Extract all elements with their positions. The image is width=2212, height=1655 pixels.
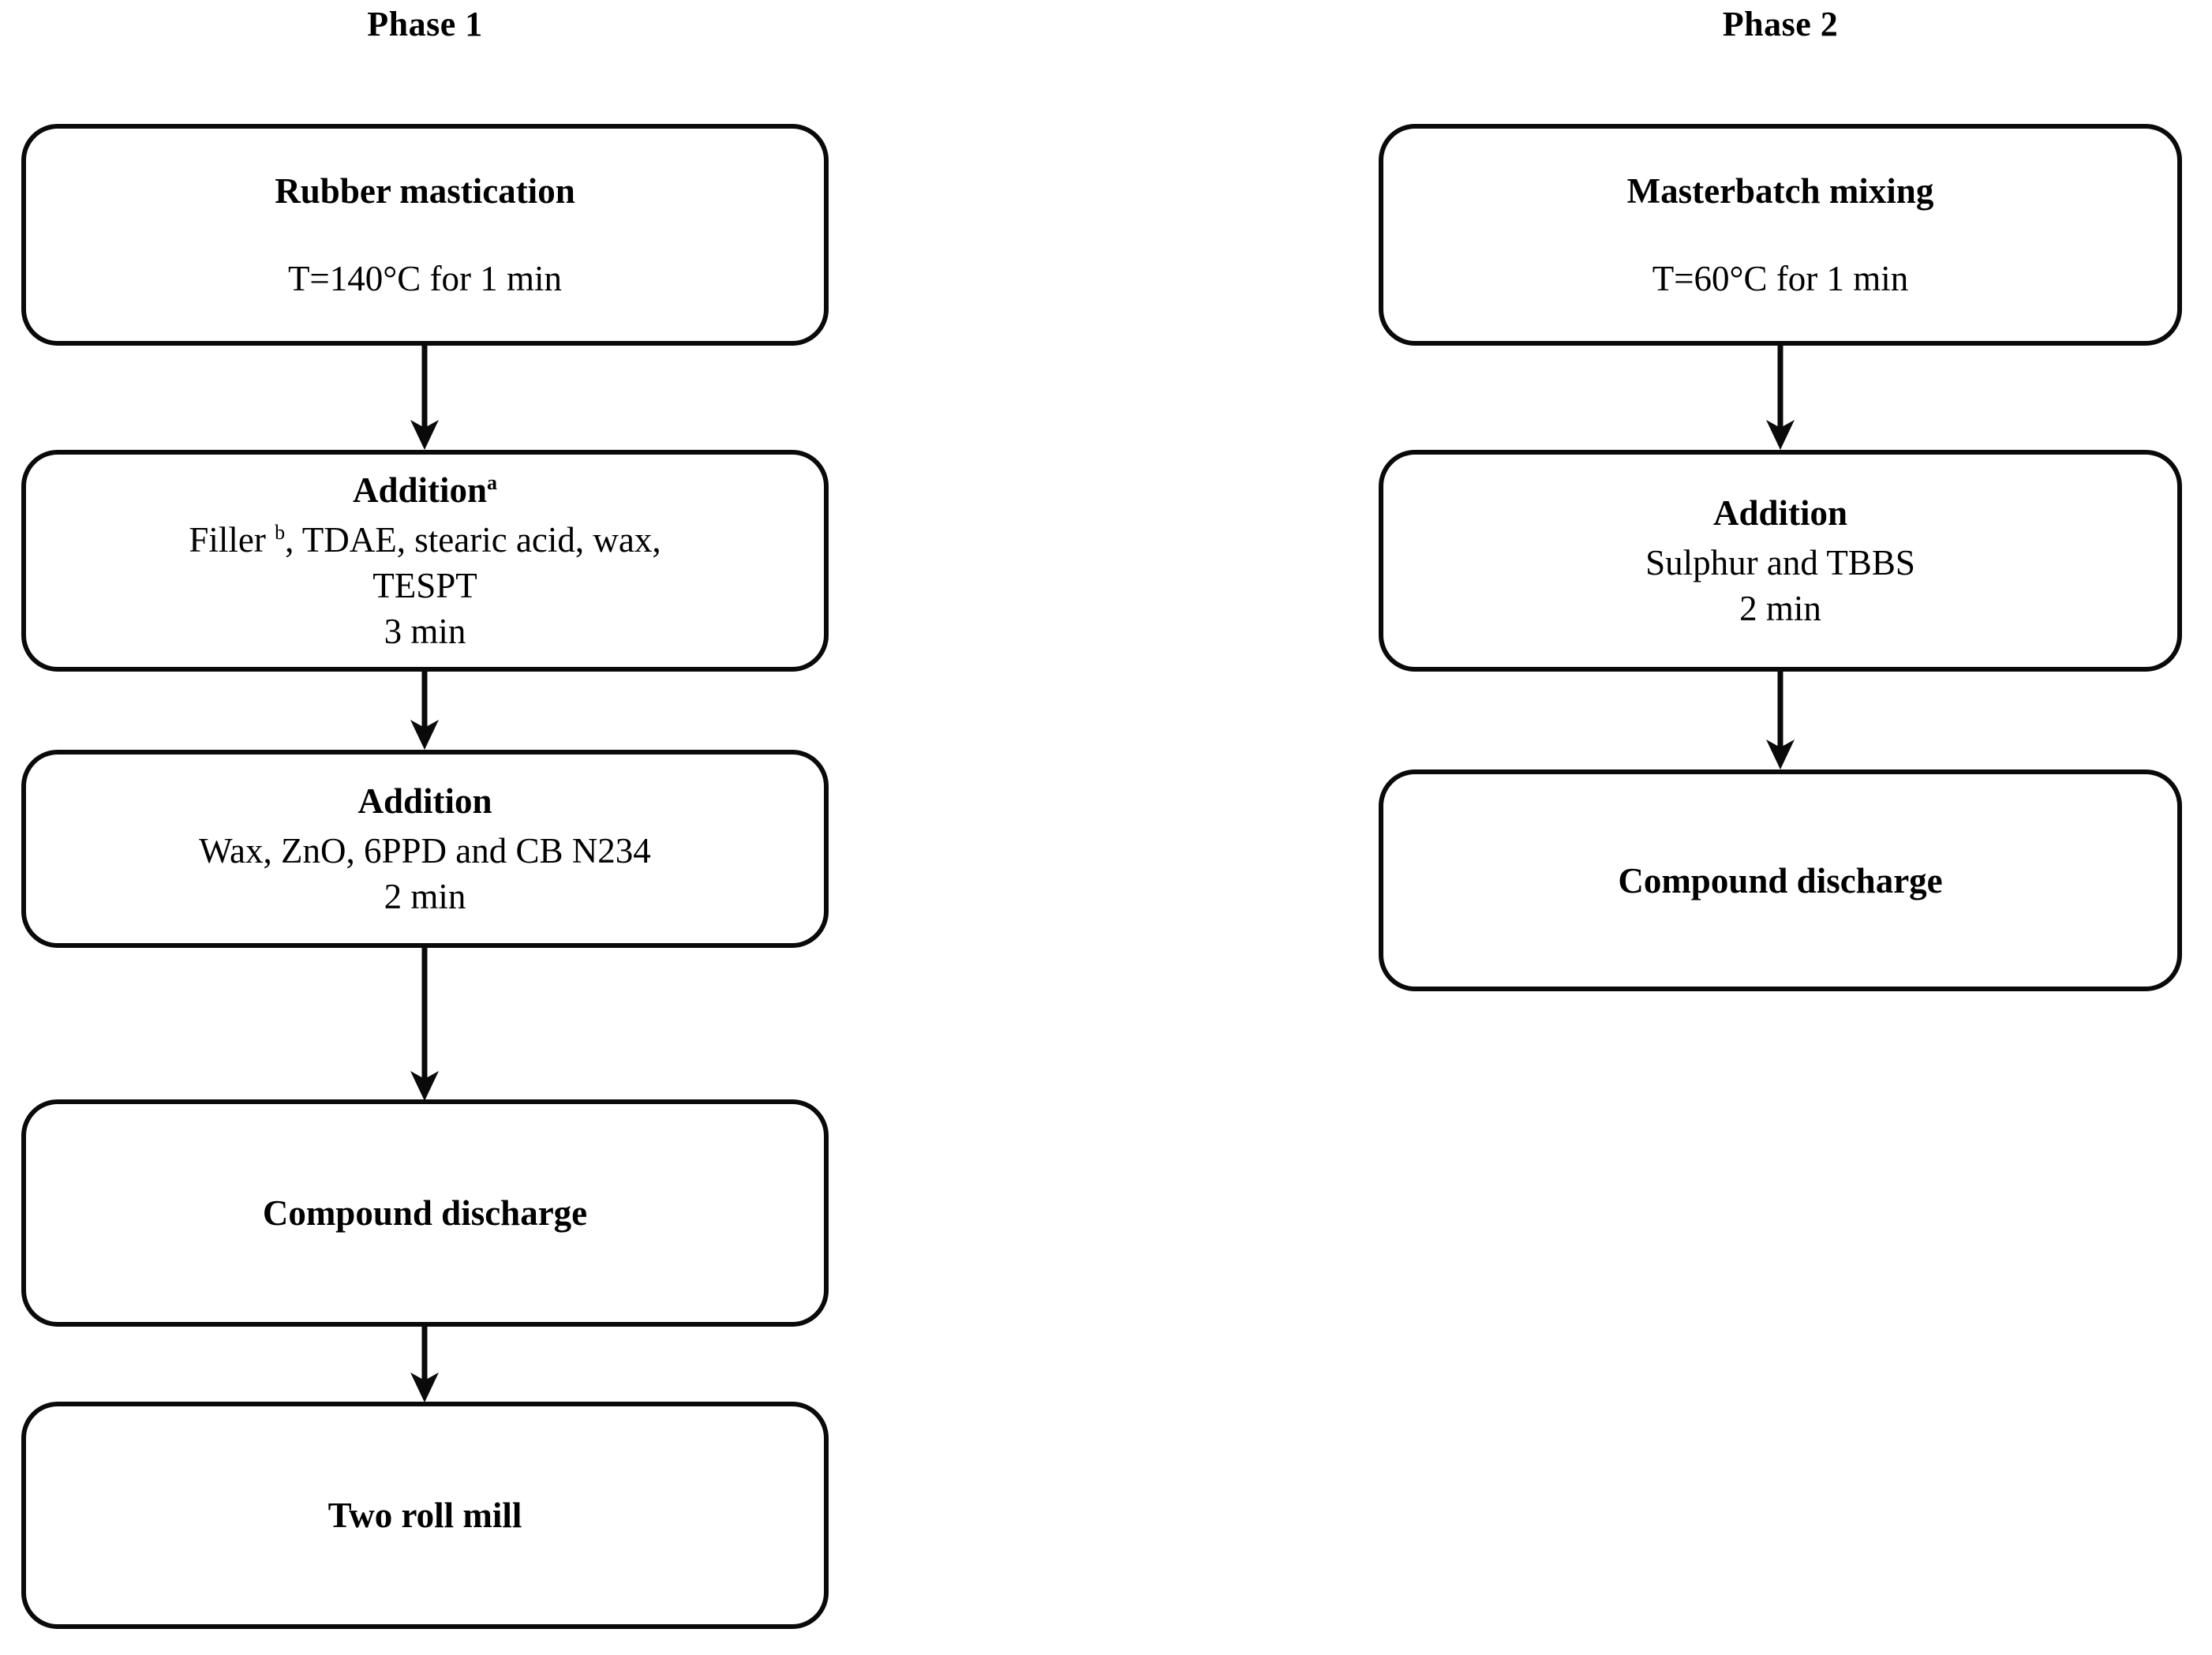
- node-detail-text: T=140°C for 1 min: [287, 258, 563, 298]
- node-masterbatch-mixing[interactable]: Masterbatch mixing T=60°C for 1 min: [1379, 124, 2182, 346]
- node-detail-line: Filler b, TDAE, stearic acid, wax,: [189, 517, 661, 563]
- arrow-connector: [401, 1327, 448, 1403]
- node-detail-superscript: b: [275, 520, 286, 544]
- node-rubber-mastication[interactable]: Rubber mastication T=140°C for 1 min: [21, 124, 829, 346]
- node-title: Additiona: [353, 468, 497, 512]
- node-title: Addition: [1713, 491, 1847, 535]
- node-title: Two roll mill: [328, 1493, 522, 1537]
- node-title-text: Compound discharge: [1618, 860, 1943, 901]
- arrow-connector: [1757, 345, 1804, 451]
- node-detail-text: TESPT: [372, 565, 477, 605]
- phase-2-title: Phase 2: [1722, 5, 1839, 43]
- node-addition-filler[interactable]: Additiona Filler b, TDAE, stearic acid, …: [21, 450, 829, 672]
- node-detail-line: T=60°C for 1 min: [1652, 256, 1909, 301]
- node-title: Addition: [357, 779, 492, 823]
- node-detail-tail: , TDAE, stearic acid, wax,: [285, 519, 661, 560]
- node-title-superscript: a: [487, 470, 498, 494]
- arrow-connector: [401, 345, 448, 451]
- node-detail-line: TESPT: [372, 563, 477, 608]
- node-title: Masterbatch mixing: [1627, 169, 1934, 213]
- node-compound-discharge-1[interactable]: Compound discharge: [21, 1099, 829, 1327]
- node-title-text: Two roll mill: [327, 1496, 522, 1535]
- node-title: Compound discharge: [1618, 859, 1942, 903]
- node-title-text: Addition: [1712, 492, 1848, 533]
- node-addition-sulphur-tbbs[interactable]: Addition Sulphur and TBBS 2 min: [1379, 450, 2182, 672]
- node-detail-line: T=140°C for 1 min: [288, 256, 562, 301]
- node-title: Rubber mastication: [275, 169, 575, 213]
- node-detail-text: 2 min: [1739, 588, 1821, 628]
- node-two-roll-mill[interactable]: Two roll mill: [21, 1402, 829, 1629]
- node-detail-text: T=60°C for 1 min: [1652, 258, 1909, 298]
- arrow-connector: [1757, 671, 1804, 770]
- node-title-text: Compound discharge: [262, 1193, 588, 1233]
- arrow-connector: [401, 947, 448, 1102]
- node-title-text: Addition: [357, 781, 492, 821]
- node-detail-text: Wax, ZnO, 6PPD and CB N234: [199, 830, 651, 871]
- node-detail-line: 3 min: [384, 608, 466, 654]
- arrow-connector: [401, 671, 448, 751]
- node-detail-line: Wax, ZnO, 6PPD and CB N234: [199, 828, 651, 874]
- node-detail-text: 2 min: [384, 876, 466, 916]
- node-detail-text: Filler: [189, 519, 275, 560]
- node-addition-wax-zno[interactable]: Addition Wax, ZnO, 6PPD and CB N234 2 mi…: [21, 750, 829, 948]
- node-title: Compound discharge: [263, 1191, 587, 1235]
- node-compound-discharge-2[interactable]: Compound discharge: [1379, 769, 2182, 991]
- node-detail-text: 3 min: [384, 611, 466, 651]
- node-title-text: Addition: [352, 470, 488, 510]
- node-title-text: Rubber mastication: [275, 170, 575, 211]
- node-detail-line: 2 min: [384, 874, 466, 919]
- node-title-text: Masterbatch mixing: [1626, 170, 1934, 211]
- node-detail-line: Sulphur and TBBS: [1645, 540, 1915, 586]
- node-detail-text: Sulphur and TBBS: [1645, 542, 1915, 582]
- node-detail-line: 2 min: [1739, 586, 1821, 631]
- phase-1-title: Phase 1: [367, 5, 483, 43]
